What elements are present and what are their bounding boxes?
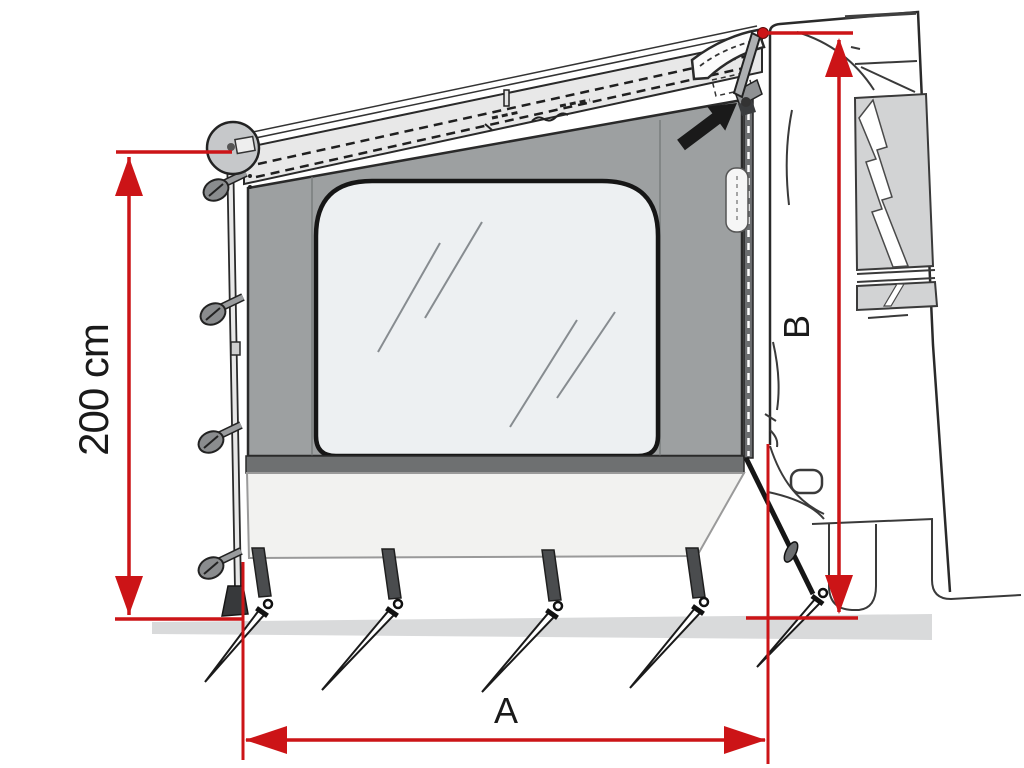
dimension-span-width: A — [241, 444, 770, 764]
rafter-pin — [503, 89, 510, 107]
guy-rope — [743, 456, 816, 596]
rafter-knob — [197, 421, 243, 454]
dimension-span-width-label: A — [494, 690, 518, 731]
attachment-arrow-icon — [677, 103, 737, 151]
vehicle-window — [853, 92, 935, 272]
arrow-up — [825, 38, 853, 77]
awning-bracket — [690, 28, 766, 116]
window-reflections — [377, 221, 616, 428]
rafter-knobs — [197, 169, 248, 580]
tent-pegs — [204, 587, 829, 693]
tent-peg — [204, 598, 274, 683]
arrow-right — [724, 726, 766, 754]
panel-dark-strip — [245, 455, 745, 474]
canopy-detail-marks — [484, 89, 591, 131]
rope-tensioner — [783, 541, 799, 563]
dimension-vehicle-height-label: B — [776, 315, 817, 339]
tent-peg — [756, 587, 829, 668]
tie-down-strap — [685, 547, 706, 599]
tie-down-strap — [251, 547, 272, 598]
tie-down-straps — [251, 547, 706, 602]
arrow-left — [245, 726, 287, 754]
support-strut — [732, 31, 762, 99]
rafter-knob — [197, 547, 243, 580]
tent-peg — [629, 596, 710, 689]
pole-collar — [230, 341, 241, 356]
roller-end-cap — [205, 120, 261, 176]
vehicle-lower-panel — [856, 280, 939, 312]
dimension-panel-height-label: 200 cm — [70, 324, 117, 456]
tent-peg — [321, 598, 404, 691]
zipper-edge — [725, 95, 754, 459]
dimension-vehicle-height: B — [746, 27, 858, 620]
tie-down-strap — [541, 549, 562, 602]
motorhome — [764, 10, 1022, 611]
wheel-arch — [828, 524, 877, 611]
tie-down-strap — [381, 548, 402, 600]
arrow-down — [825, 575, 853, 614]
dimension-panel-height: 200 cm — [70, 150, 243, 621]
arrow-up — [115, 157, 143, 196]
panel-window — [313, 178, 661, 459]
tent-peg — [481, 600, 564, 693]
window-reflection-zigzag — [858, 98, 910, 268]
rafter-knob — [199, 293, 245, 326]
panel-skirt — [245, 472, 746, 560]
side-panel — [245, 98, 746, 560]
arrow-down — [115, 576, 143, 615]
door-handle — [789, 468, 824, 495]
rafter-knob — [202, 169, 248, 202]
